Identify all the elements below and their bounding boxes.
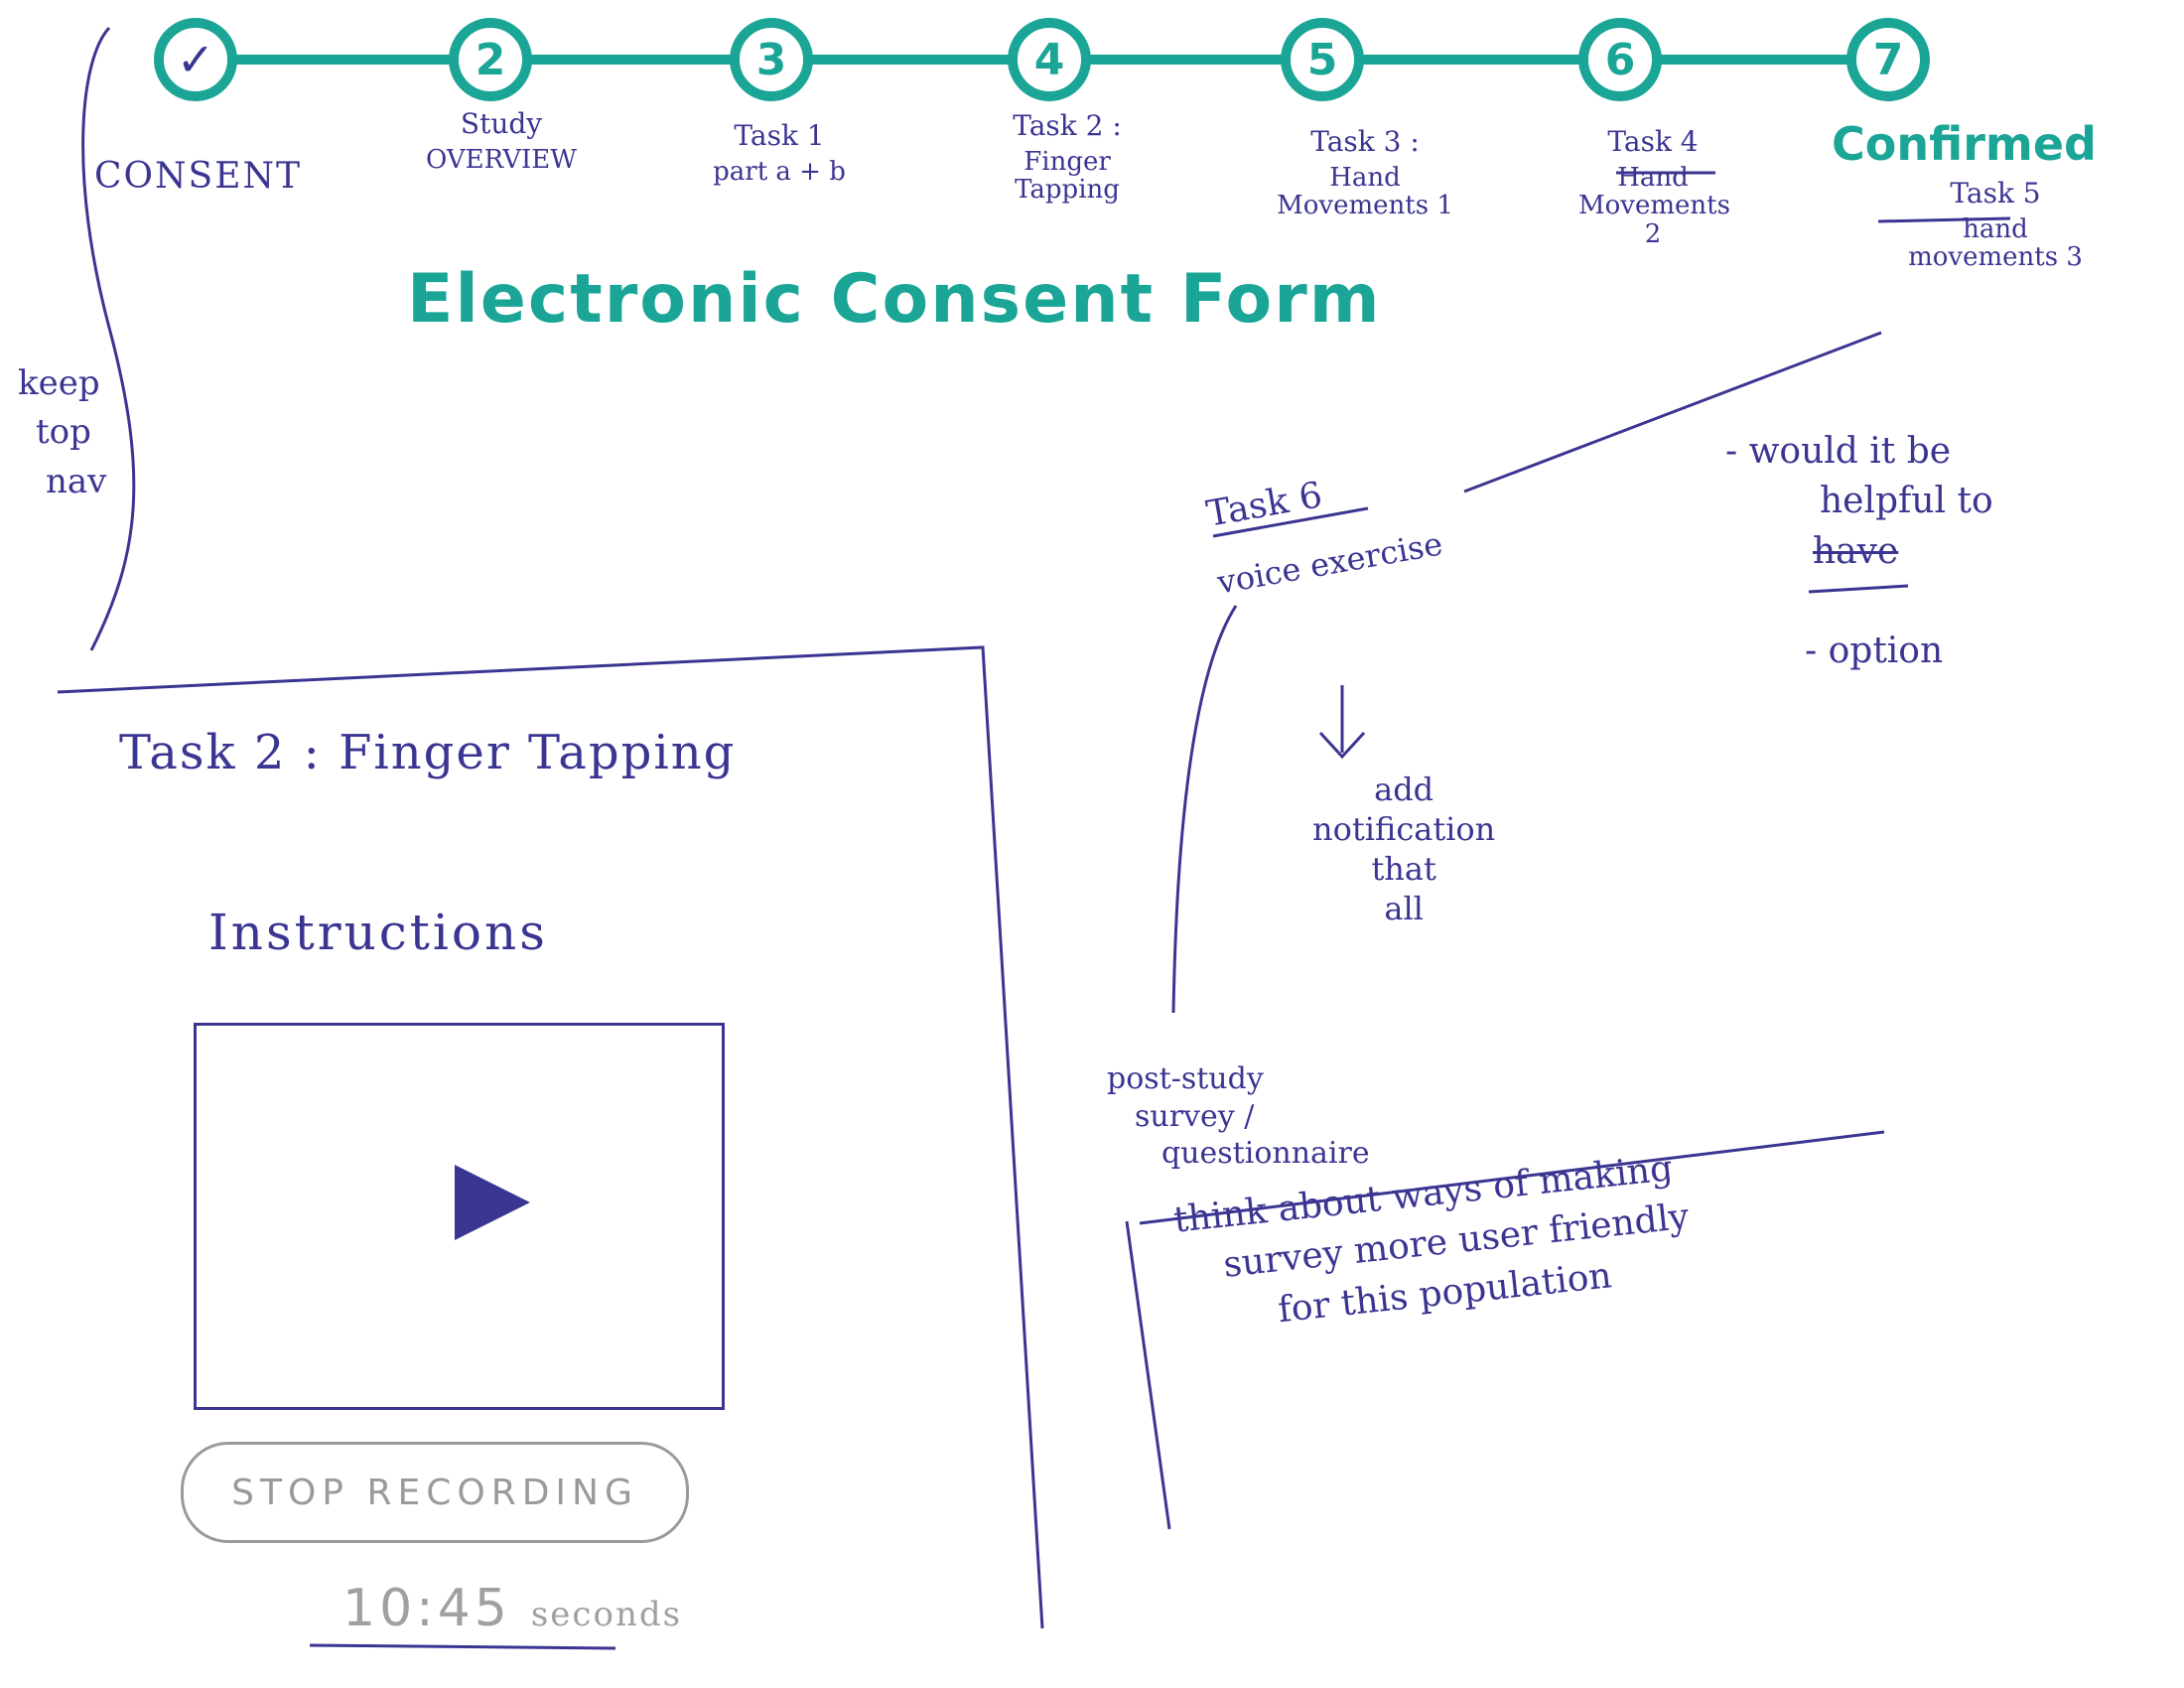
step-1-label: CONSENT <box>94 156 303 197</box>
step-4-label: Task 2 :Finger Tapping <box>1013 109 1122 206</box>
step-5-label: Task 3 :Hand Movements 1 <box>1277 125 1453 221</box>
check-icon: ✓ <box>176 33 215 86</box>
comment-note: - would it be helpful to have - option <box>1725 431 1993 672</box>
post-study-note: post-study survey / questionnaire <box>1107 1061 1370 1171</box>
task6-sub: voice exercise <box>1214 524 1445 602</box>
task6-bracket <box>1171 605 1238 1014</box>
step-3[interactable]: 3 <box>730 18 813 101</box>
step-2[interactable]: 2 <box>449 18 532 101</box>
survey-box-left <box>1125 1220 1171 1530</box>
nav-brace <box>81 26 136 651</box>
task6-heading: Task 6 <box>1203 475 1325 535</box>
step-7[interactable]: 7 <box>1846 18 1930 101</box>
instruction-video[interactable] <box>194 1023 725 1410</box>
side-note-keep-top-nav: keep top nav <box>18 363 107 501</box>
stop-recording-button[interactable]: STOP RECORDING <box>181 1442 689 1543</box>
confirmed-label: Confirmed <box>1832 117 2097 171</box>
step-4[interactable]: 4 <box>1008 18 1091 101</box>
step-6[interactable]: 6 <box>1578 18 1662 101</box>
instructions-heading: Instructions <box>208 904 548 961</box>
survey-note: think about ways of making survey more u… <box>1171 1148 1692 1332</box>
play-icon[interactable] <box>455 1165 530 1240</box>
task6-note: add notification that all <box>1312 771 1496 927</box>
step-1-consent[interactable]: ✓ <box>154 18 237 101</box>
page-title: Electronic Consent Form <box>407 260 1382 339</box>
task-title: Task 2 : Finger Tapping <box>119 725 737 780</box>
step-5[interactable]: 5 <box>1281 18 1364 101</box>
